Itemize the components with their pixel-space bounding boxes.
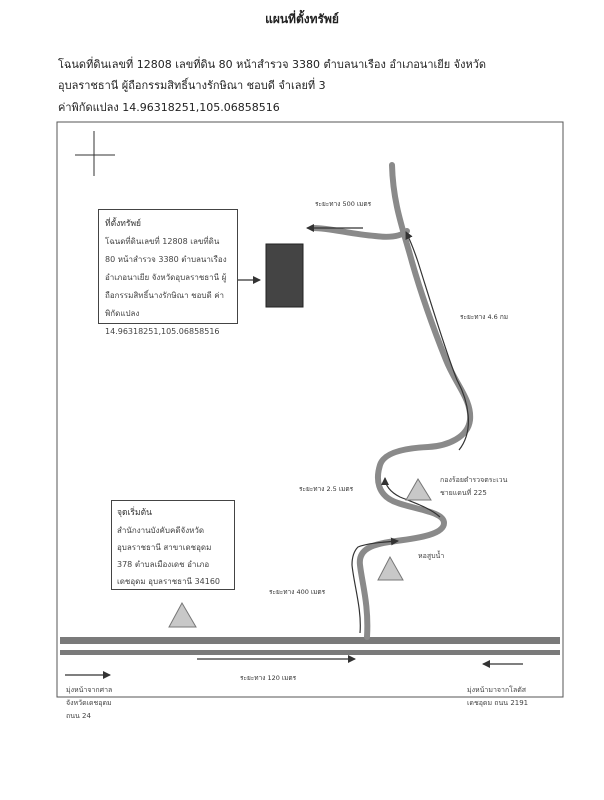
direction-from-left: มุ่งหน้าจากศาล จังหวัดเดชอุดม ถนน 24 [66,686,113,720]
north-cross-icon [75,131,115,176]
direction-from-right: มุ่งหน้ามาจากโลตัส เดชอุดม ถนน 2191 [467,686,529,707]
route-road [310,162,474,640]
distance-label-2-5m: ระยะทาง 2.5 เมตร [299,485,354,493]
map-title: แผนที่ตั้งทรัพย์ [265,12,339,26]
arrow-4-6km [405,231,469,451]
coordinates-line: ค่าพิกัดแปลง 14.96318251,105.06858516 [58,101,280,114]
arrow-400m [351,537,399,634]
start-box-body: สำนักงานบังคับคดีจังหวัดอุบลราชธานี สาขา… [117,526,221,586]
property-box-title: ที่ตั้งทรัพย์ [105,219,142,229]
start-landmark-icon [168,601,197,628]
checkpoint-landmark-icon [405,478,432,501]
distance-label-120m: ระยะทาง 120 เมตร [240,674,297,682]
property-box-body: โฉนดที่ดินเลขที่ 12808 เลขที่ดิน 80 หน้า… [105,237,227,336]
property-info-box: ที่ตั้งทรัพย์ โฉนดที่ดินเลขที่ 12808 เลข… [98,209,238,336]
pond-label: หอสูบน้ำ [418,552,445,560]
distance-label-400m: ระยะทาง 400 เมตร [269,588,326,596]
main-road [60,637,560,655]
property-parcel [265,243,304,308]
start-box-title: จุดเริ่มต้น [117,508,152,518]
map-frame [56,121,564,698]
deed-description-line-1: โฉนดที่ดินเลขที่ 12808 เลขที่ดิน 80 หน้า… [58,58,487,71]
deed-description-line-2: อุบลราชธานี ผู้ถือกรรมสิทธิ์นางรักษิณา ช… [58,79,326,92]
arrow-2-5m [381,477,441,518]
route-arrows [65,224,523,679]
distance-label-500m: ระยะทาง 500 เมตร [315,200,372,208]
distance-label-4-6km: ระยะทาง 4.6 กม [460,313,508,321]
checkpoint-label: กองร้อยตำรวจตระเวน ชายแดนที่ 225 [440,476,508,497]
start-point-box: จุดเริ่มต้น สำนักงานบังคับคดีจังหวัดอุบล… [111,500,235,590]
pond-landmark-icon [377,555,404,581]
